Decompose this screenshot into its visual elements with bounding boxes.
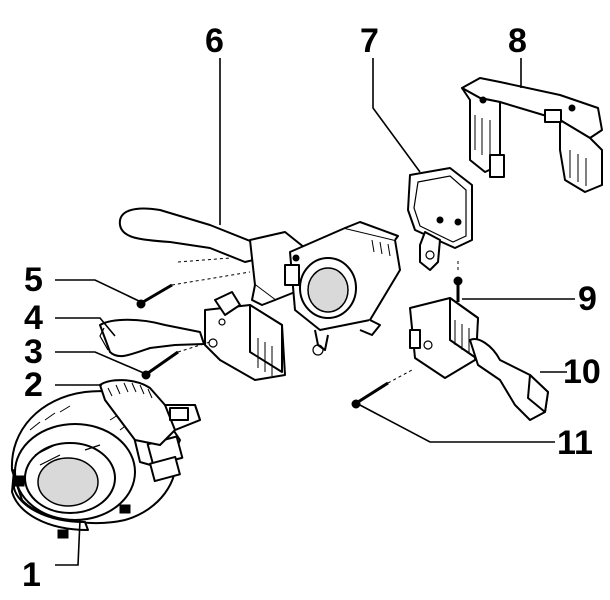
leader-1	[55, 519, 81, 566]
callout-9: 9	[578, 280, 597, 318]
leader-4	[55, 317, 116, 337]
part-10-right-stalk	[409, 297, 549, 421]
callout-7: 7	[360, 22, 379, 60]
part-9-screw	[453, 276, 463, 302]
callout-10: 10	[563, 353, 601, 391]
callout-11: 11	[557, 424, 593, 462]
callout-3: 3	[24, 333, 43, 371]
callout-5: 5	[24, 261, 43, 299]
part-8-frame	[461, 77, 603, 193]
leader-11	[357, 403, 555, 443]
callout-2: 2	[24, 366, 43, 404]
leader-3	[55, 351, 147, 375]
callout-labels: 1 2 3 4 5 6 7 8 9 10 11	[22, 22, 601, 594]
left-switch-module	[204, 291, 286, 381]
leader-7	[372, 58, 421, 173]
part-11-screw	[351, 381, 389, 409]
part-4-left-stalk	[99, 318, 205, 358]
callout-1: 1	[22, 556, 41, 594]
part-5-screw	[136, 283, 173, 309]
callout-8: 8	[508, 22, 527, 60]
part-2-sensor	[99, 379, 201, 446]
part-6-housing	[118, 207, 401, 356]
part-7-bracket	[407, 167, 473, 271]
callout-6: 6	[205, 22, 224, 60]
leader-5	[55, 279, 142, 303]
callout-4: 4	[24, 299, 43, 337]
leader-lines	[55, 58, 575, 566]
part-3-screw	[141, 350, 179, 380]
